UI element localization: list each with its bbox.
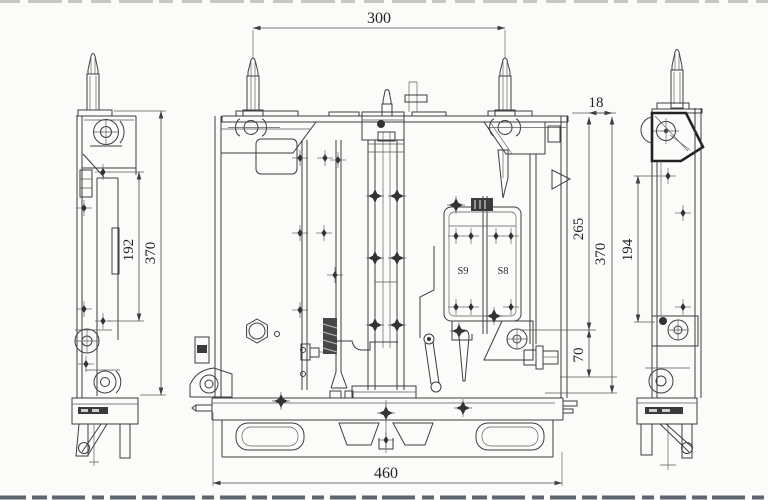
pendulum (458, 329, 470, 382)
column (651, 108, 702, 398)
bottom-roller (93, 370, 117, 394)
dimension-annotations: 300 18 265 370 70 192 370 194 (108, 10, 660, 486)
frame-sides (214, 116, 568, 398)
switch-label-s9: S9 (457, 266, 468, 277)
foot-bracket (189, 367, 233, 398)
legs (75, 423, 131, 459)
left-pin (246, 75, 260, 111)
hex-nut (246, 318, 268, 344)
base-rail (211, 397, 564, 421)
right-pin (498, 75, 512, 111)
dim-offset-value: 18 (589, 95, 604, 111)
dim-right-view-value: 194 (620, 238, 636, 261)
dim-base-width-value: 460 (374, 465, 398, 482)
left-stub (195, 404, 213, 412)
switch-label-s8: S8 (497, 266, 508, 277)
right-handle-cutout (475, 422, 545, 451)
pin-tip (87, 53, 99, 74)
right-side-view (636, 49, 705, 470)
dim-lower-right-value: 70 (571, 348, 587, 363)
dim-left-stack: 192 370 (108, 110, 166, 396)
cam-bracket (650, 111, 705, 163)
right-pin-tip (499, 57, 511, 76)
dim-left-inner-value: 192 (121, 239, 137, 262)
center-pin-tip (382, 89, 392, 104)
right-stub (562, 400, 578, 407)
left-handle-cutout (235, 422, 305, 451)
pawl (497, 149, 509, 199)
left-side-view (71, 53, 139, 466)
pin-shaft (670, 69, 684, 109)
dim-top-span-value: 300 (367, 10, 391, 27)
base-block (71, 397, 139, 425)
top-plate (221, 115, 569, 123)
pin-tip (671, 49, 683, 70)
base-block (636, 397, 698, 425)
terminal-block (471, 198, 493, 211)
bolt-head (523, 349, 537, 366)
front-view: S9 S8 (189, 57, 578, 458)
pin-shaft (86, 73, 100, 111)
legs (640, 424, 693, 459)
dim-front-overall-value: 370 (593, 243, 609, 266)
dim-right-view: 194 (620, 175, 660, 323)
center-pin (381, 103, 393, 117)
dim-base-width: 460 (212, 412, 563, 486)
dim-left-overall-value: 370 (143, 242, 159, 265)
bottom-roller (648, 368, 674, 394)
left-pin-tip (247, 57, 259, 76)
label-plate (79, 169, 93, 198)
access-window (255, 138, 298, 175)
dim-front-inner-value: 265 (571, 218, 587, 241)
dim-top-span: 300 (252, 10, 506, 58)
guide-mast (367, 140, 405, 390)
top-cap (77, 109, 113, 117)
skirt (221, 420, 554, 458)
wedge-clip (551, 169, 572, 190)
slot (111, 227, 120, 275)
dim-right-stack: 18 265 370 70 (520, 95, 617, 394)
